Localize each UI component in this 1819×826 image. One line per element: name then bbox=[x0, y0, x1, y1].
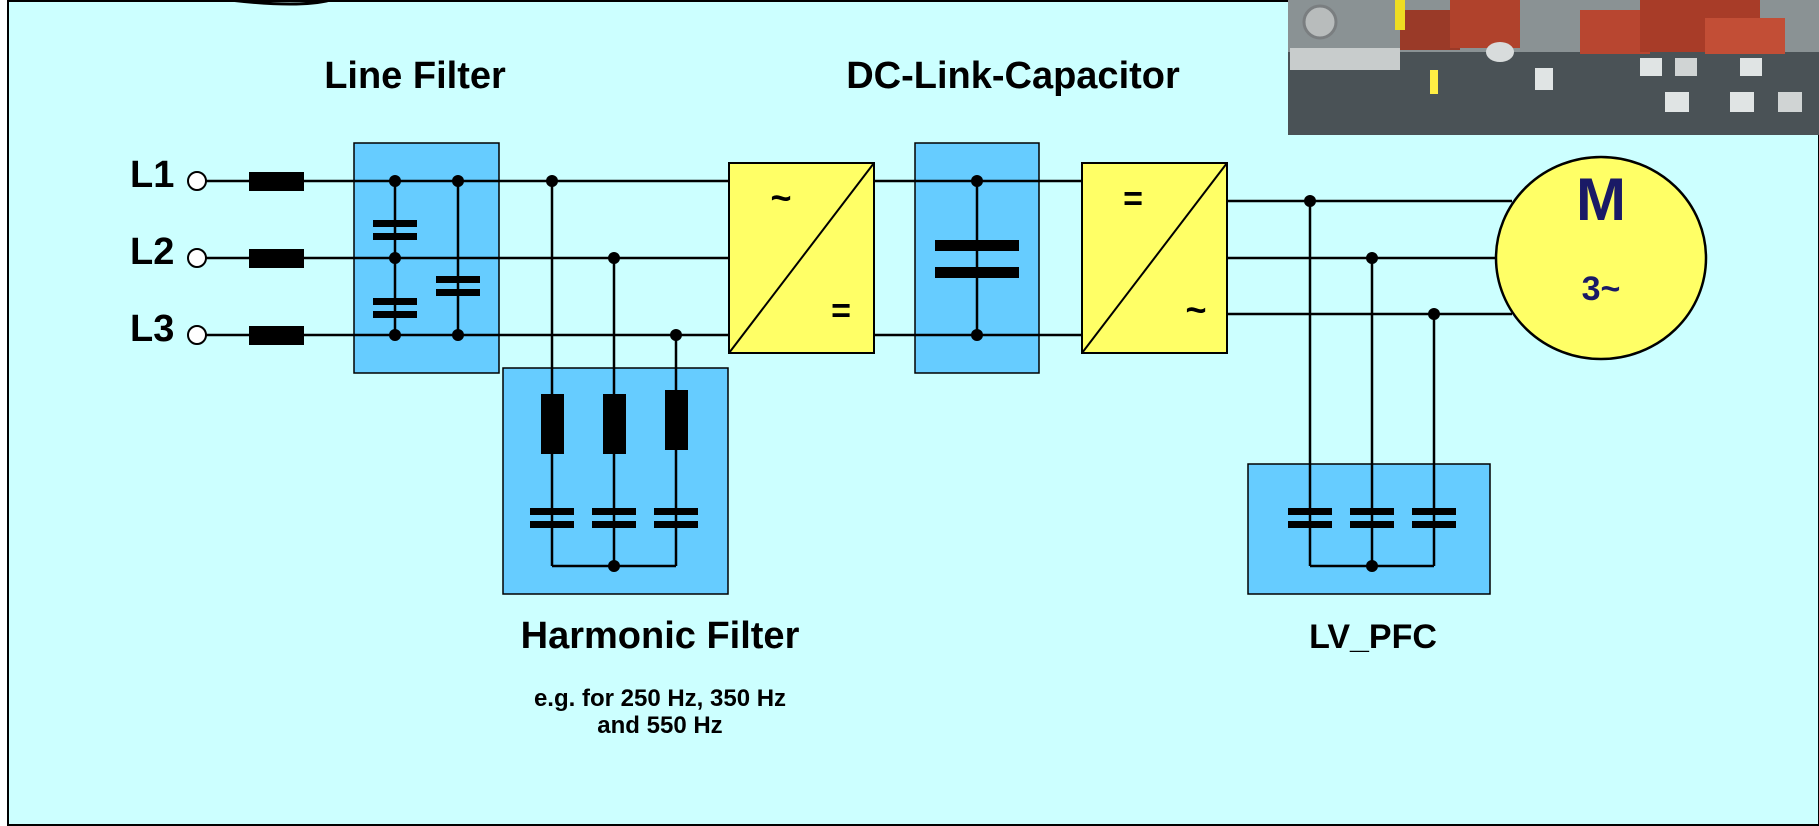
lv-pfc-box bbox=[1247, 463, 1491, 595]
diagram-panel bbox=[7, 0, 1819, 826]
lv-pfc-title: LV_PFC bbox=[1309, 618, 1437, 656]
motor-circle bbox=[1494, 155, 1708, 361]
dc-link-title: DC-Link-Capacitor bbox=[846, 55, 1180, 97]
decorative-arc bbox=[229, 0, 331, 6]
phase-label-l1: L1 bbox=[130, 154, 174, 196]
inverter-block bbox=[1081, 162, 1228, 354]
phase-label-l3: L3 bbox=[130, 308, 174, 350]
rectifier-dc-symbol: = bbox=[831, 292, 851, 330]
motor-letter: M bbox=[1576, 166, 1626, 233]
lv-pfc-circuit bbox=[1288, 195, 1456, 572]
motor-phase-text: 3~ bbox=[1582, 270, 1621, 308]
inverter-dc-symbol: = bbox=[1123, 180, 1143, 218]
harmonic-filter-note-line1: e.g. for 250 Hz, 350 Hz bbox=[534, 685, 786, 712]
rectifier-block bbox=[728, 162, 875, 354]
reactor-l2 bbox=[249, 249, 304, 268]
harmonic-filter-title: Harmonic Filter bbox=[521, 615, 800, 657]
terminal-l3 bbox=[187, 325, 207, 345]
inverter-ac-symbol: ~ bbox=[1185, 289, 1206, 330]
terminal-l2 bbox=[187, 248, 207, 268]
output-wires bbox=[1227, 199, 1512, 316]
dc-link-circuit bbox=[874, 175, 1082, 341]
line-filter-title: Line Filter bbox=[324, 55, 506, 97]
harmonic-filter-circuit bbox=[530, 175, 698, 572]
line-filter-circuit bbox=[373, 175, 480, 341]
capacitor-photo bbox=[1288, 0, 1819, 135]
reactor-l1 bbox=[249, 172, 304, 191]
phase-label-l2: L2 bbox=[130, 231, 174, 273]
reactor-l3 bbox=[249, 326, 304, 345]
rectifier-ac-symbol: ~ bbox=[770, 177, 791, 218]
terminal-l1 bbox=[187, 171, 207, 191]
harmonic-filter-note-line2: and 550 Hz bbox=[597, 712, 722, 739]
